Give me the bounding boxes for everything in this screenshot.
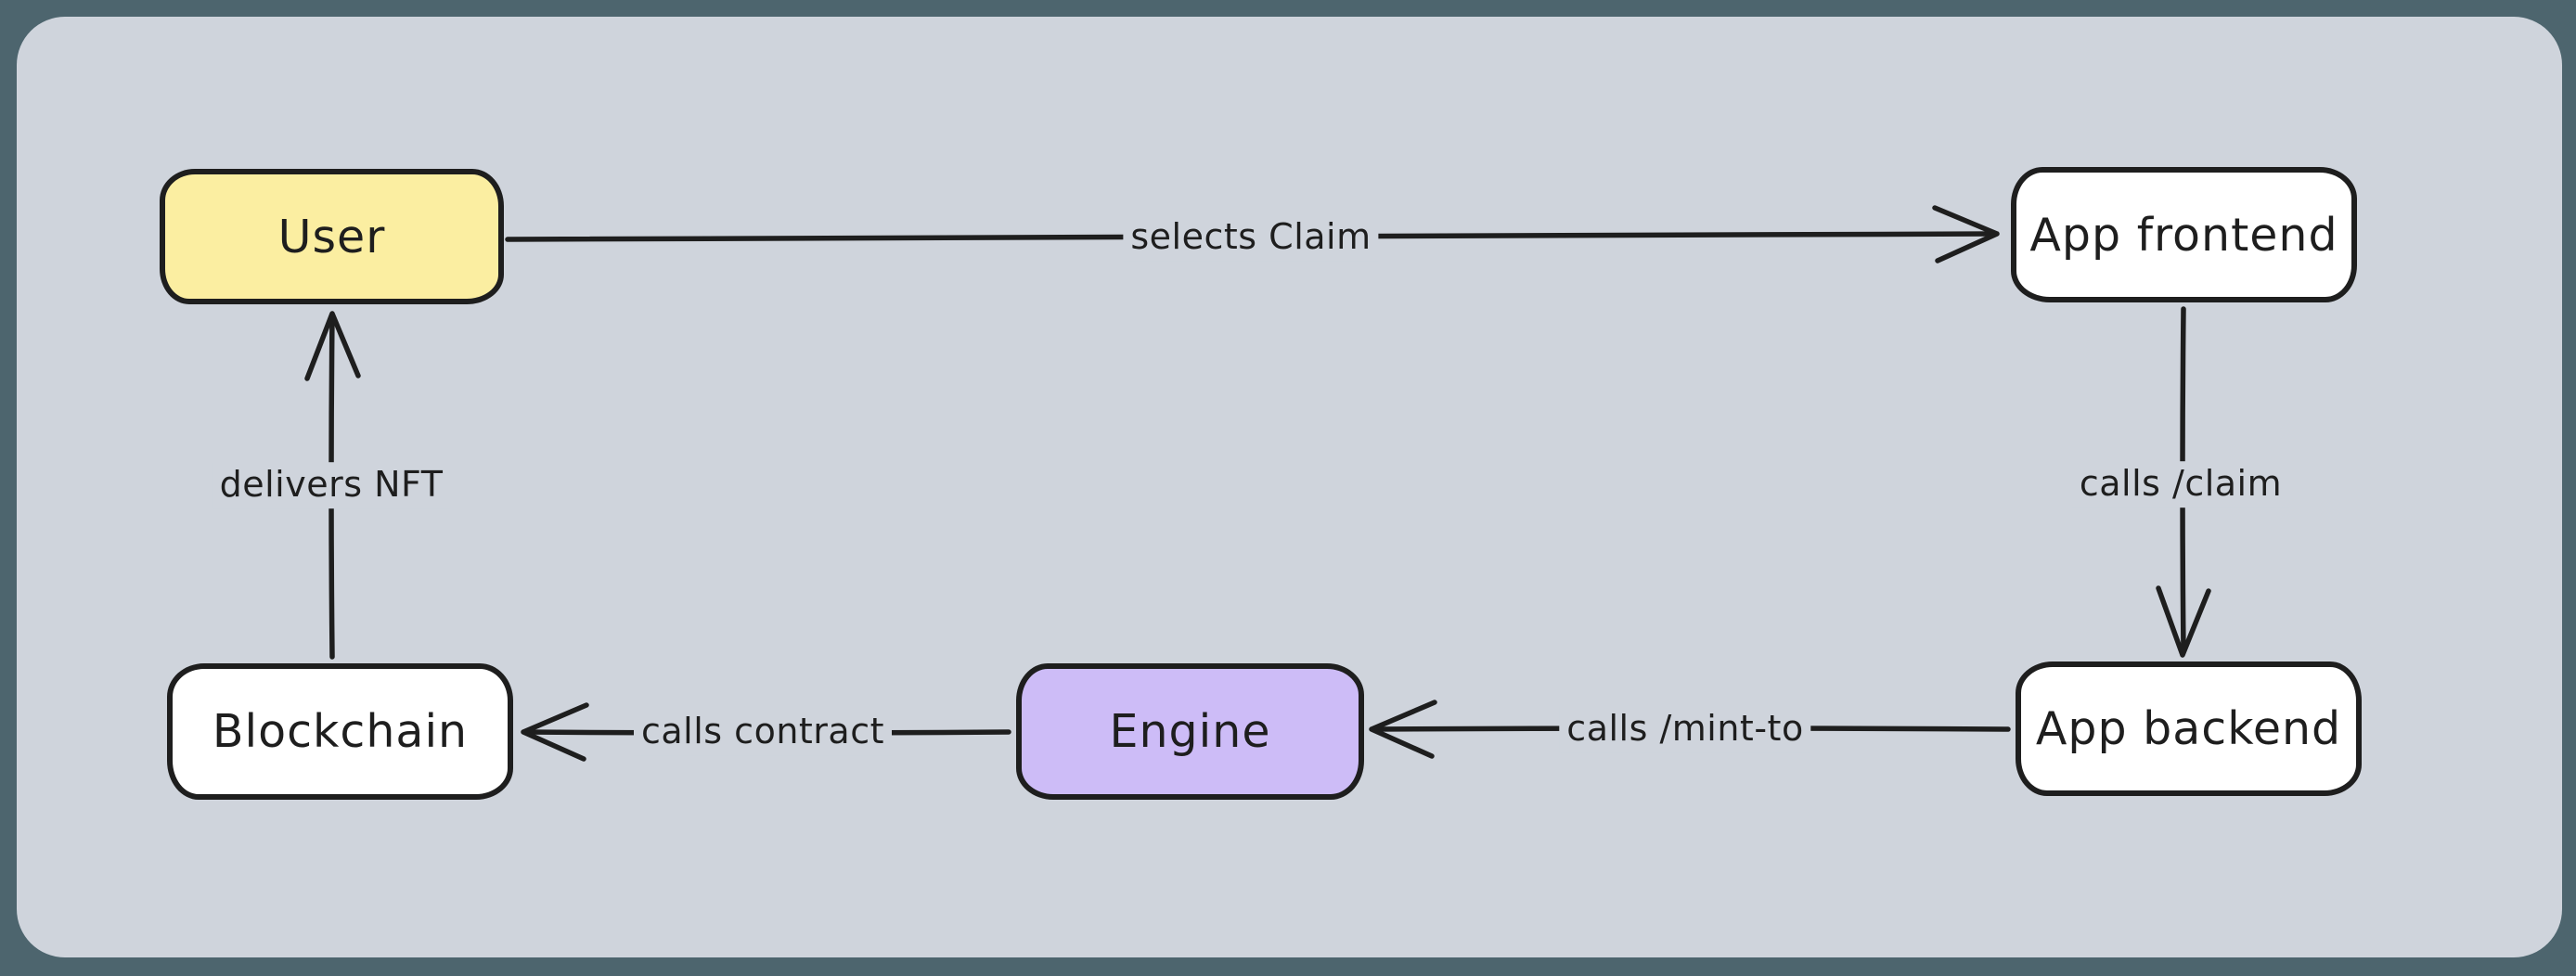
edge-label-selects-claim: selects Claim: [1123, 214, 1379, 261]
edge-label-delivers-nft: delivers NFT: [212, 462, 451, 508]
node-engine: Engine: [1016, 663, 1364, 800]
edge-label-calls-contract: calls contract: [634, 709, 892, 755]
node-blockchain: Blockchain: [167, 663, 513, 800]
node-app-frontend: App frontend: [2011, 167, 2357, 302]
edge-label-calls-claim: calls /claim: [2071, 461, 2290, 507]
node-user: User: [160, 169, 504, 304]
node-app-backend-label: App backend: [2035, 702, 2342, 755]
node-app-backend: App backend: [2016, 661, 2362, 796]
node-user-label: User: [277, 210, 386, 263]
node-engine-label: Engine: [1109, 705, 1271, 758]
node-blockchain-label: Blockchain: [212, 705, 469, 758]
edge-label-calls-mint-to: calls /mint-to: [1559, 706, 1811, 752]
node-app-frontend-label: App frontend: [2029, 208, 2338, 262]
